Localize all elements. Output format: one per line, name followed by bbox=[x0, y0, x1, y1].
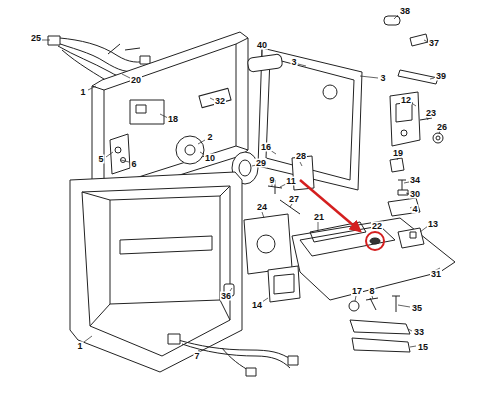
callout-number: 32 bbox=[214, 97, 226, 106]
callout-number: 13 bbox=[427, 220, 439, 229]
door-frame bbox=[247, 48, 362, 190]
callout-number: 8 bbox=[368, 287, 375, 296]
callout-number: 2 bbox=[206, 133, 213, 142]
callout-number: 6 bbox=[130, 160, 137, 169]
leader-lines bbox=[42, 15, 440, 351]
callout-number: 21 bbox=[313, 213, 325, 222]
lower-liner bbox=[70, 172, 242, 372]
callout-number: 5 bbox=[97, 155, 104, 164]
callout-number: 22 bbox=[371, 222, 383, 231]
callout-number: 15 bbox=[417, 343, 429, 352]
callout-number: 11 bbox=[285, 177, 297, 186]
callout-number: 16 bbox=[260, 143, 272, 152]
callout-number: 33 bbox=[413, 328, 425, 337]
callout-number: 25 bbox=[30, 34, 42, 43]
callout-number: 1 bbox=[76, 342, 83, 351]
callout-number: 7 bbox=[193, 352, 200, 361]
callout-number: 30 bbox=[409, 190, 421, 199]
wire-harness bbox=[168, 334, 298, 376]
callout-number: 20 bbox=[130, 76, 142, 85]
callout-number: 38 bbox=[399, 7, 411, 16]
callout-number: 4 bbox=[411, 205, 418, 214]
highlight-arrow bbox=[300, 180, 384, 250]
callout-number: 14 bbox=[251, 301, 263, 310]
callout-number: 29 bbox=[255, 159, 267, 168]
callout-number: 31 bbox=[430, 270, 442, 279]
callout-number: 19 bbox=[392, 149, 404, 158]
callout-number: 27 bbox=[288, 195, 300, 204]
callout-number: 12 bbox=[400, 96, 412, 105]
callout-number: 3 bbox=[379, 74, 386, 83]
callout-number: 1 bbox=[79, 88, 86, 97]
callout-number: 23 bbox=[425, 109, 437, 118]
callout-number: 9 bbox=[268, 176, 275, 185]
callout-number: 34 bbox=[409, 176, 421, 185]
callout-number: 39 bbox=[435, 72, 447, 81]
callout-number: 24 bbox=[256, 203, 268, 212]
callout-number: 18 bbox=[167, 115, 179, 124]
callout-number: 10 bbox=[204, 154, 216, 163]
callout-number: 28 bbox=[295, 152, 307, 161]
callout-number: 36 bbox=[220, 292, 232, 301]
wire-harness bbox=[48, 36, 153, 84]
callout-number: 35 bbox=[411, 304, 423, 313]
callout-number: 26 bbox=[436, 123, 448, 132]
callout-number: 40 bbox=[256, 41, 268, 50]
callout-number: 3 bbox=[290, 58, 297, 67]
callout-number: 17 bbox=[351, 287, 363, 296]
callout-number: 37 bbox=[428, 39, 440, 48]
small-parts bbox=[268, 16, 443, 216]
base-platform bbox=[244, 214, 455, 352]
